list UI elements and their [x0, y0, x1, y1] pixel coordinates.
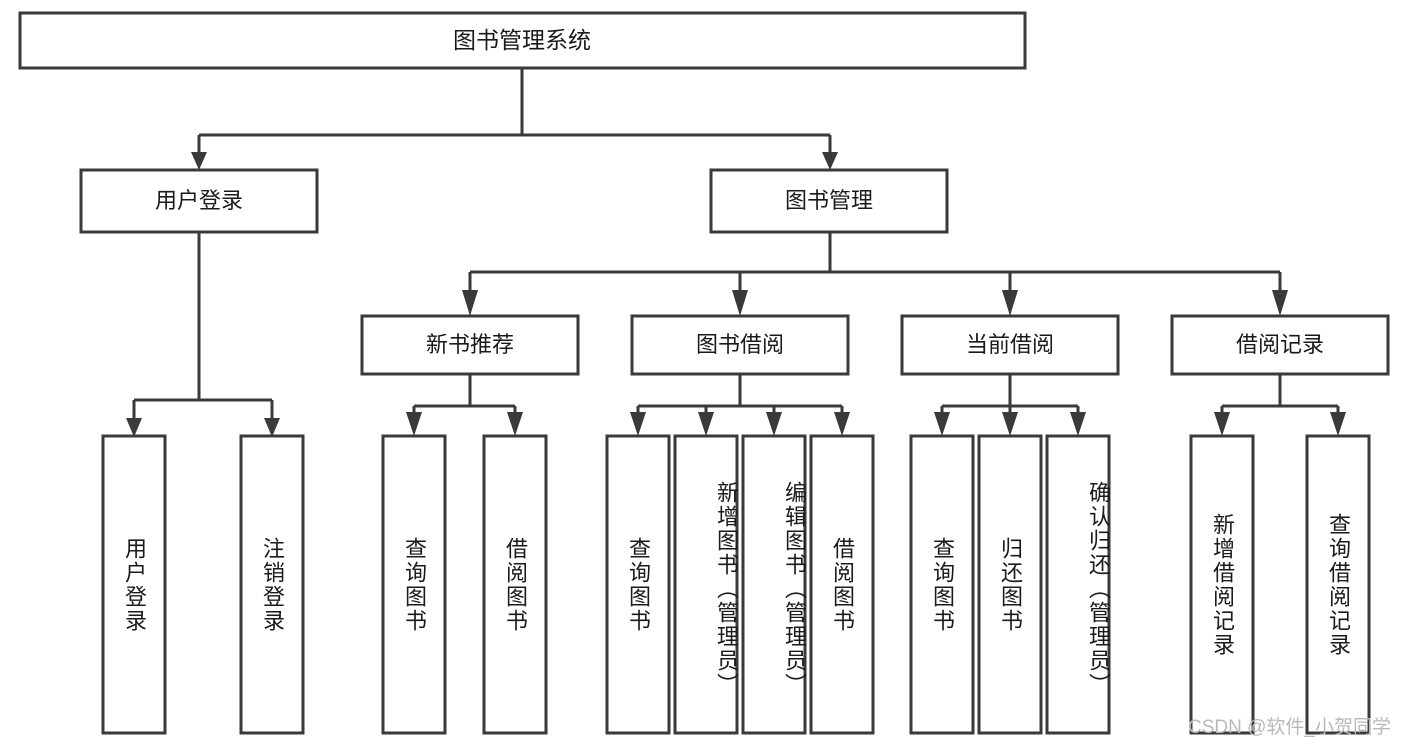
- node-book-manage-rect[interactable]: [709, 168, 949, 234]
- arrow-head-leaf-query-book-2: [630, 412, 646, 436]
- leaf-confirm-return-rect[interactable]: [1045, 434, 1111, 735]
- leaf-query-book-2-rect[interactable]: [605, 434, 671, 735]
- arrow-head-leaf-confirm-return: [1070, 412, 1086, 436]
- arrow-head-leaf-borrow-book-1: [507, 412, 523, 436]
- leaf-query-book-3-rect[interactable]: [909, 434, 975, 735]
- arrow-head-leaf-user-login: [126, 418, 142, 437]
- node-book-borrow-rect[interactable]: [630, 314, 850, 376]
- leaf-borrow-book-2-rect[interactable]: [809, 434, 875, 735]
- arrow-head-book-manage: [822, 152, 838, 170]
- node-current-borrow-label: 当前借阅: [966, 332, 1054, 357]
- node-current-borrow-rect[interactable]: [900, 314, 1120, 376]
- arrow-head-user-login: [191, 152, 207, 170]
- leaf-query-record-rect[interactable]: [1305, 434, 1371, 735]
- node-borrow-record[interactable]: 借阅记录: [1170, 314, 1390, 376]
- leaf-borrow-book-1-rect[interactable]: [482, 434, 548, 735]
- leaf-user-logout-rect[interactable]: [239, 434, 305, 735]
- node-root[interactable]: 图书管理系统: [18, 11, 1027, 70]
- node-user-login-rect[interactable]: [79, 168, 319, 234]
- node-book-manage-label: 图书管理: [785, 188, 873, 213]
- leaf-add-record-rect[interactable]: [1189, 434, 1255, 735]
- arrow-head-leaf-query-book-1: [406, 412, 422, 436]
- node-root-rect[interactable]: [18, 11, 1027, 70]
- arrow-head-leaf-add-book: [698, 412, 714, 436]
- node-user-login[interactable]: 用户登录: [79, 168, 319, 234]
- leaf-query-book-1-rect[interactable]: [381, 434, 447, 735]
- leaf-box-group: [101, 434, 1371, 735]
- arrow-head-current-borrow: [1002, 290, 1018, 316]
- node-current-borrow[interactable]: 当前借阅: [900, 314, 1120, 376]
- arrow-head-borrow-record: [1272, 290, 1288, 316]
- node-book-manage[interactable]: 图书管理: [709, 168, 949, 234]
- leaf-edit-book-rect[interactable]: [741, 434, 807, 735]
- node-new-book-recommend-rect[interactable]: [360, 314, 580, 376]
- node-borrow-record-label: 借阅记录: [1236, 332, 1324, 357]
- node-book-borrow-label: 图书借阅: [696, 332, 784, 357]
- arrow-head-leaf-query-record: [1330, 412, 1346, 436]
- node-borrow-record-rect[interactable]: [1170, 314, 1390, 376]
- csdn-watermark: CSDN @软件_小贺同学: [1188, 717, 1391, 738]
- node-user-login-label: 用户登录: [155, 188, 243, 213]
- node-new-book-recommend-label: 新书推荐: [426, 332, 514, 357]
- leaf-add-book-rect[interactable]: [673, 434, 739, 735]
- node-root-label: 图书管理系统: [453, 27, 591, 53]
- arrow-head-leaf-query-book-3: [934, 412, 950, 436]
- arrow-head-leaf-edit-book: [766, 412, 782, 436]
- node-new-book-recommend[interactable]: 新书推荐: [360, 314, 580, 376]
- arrow-head-leaf-add-record: [1214, 412, 1230, 436]
- arrow-head-new-book-recommend: [462, 290, 478, 316]
- node-book-borrow[interactable]: 图书借阅: [630, 314, 850, 376]
- arrow-head-leaf-user-logout: [264, 418, 280, 437]
- arrow-head-book-borrow: [732, 290, 748, 316]
- arrow-head-leaf-return-book: [1002, 412, 1018, 436]
- leaf-user-login-rect[interactable]: [101, 434, 167, 735]
- arrow-head-leaf-borrow-book-2: [834, 412, 850, 436]
- connector-group: [126, 68, 1346, 437]
- leaf-return-book-rect[interactable]: [977, 434, 1043, 735]
